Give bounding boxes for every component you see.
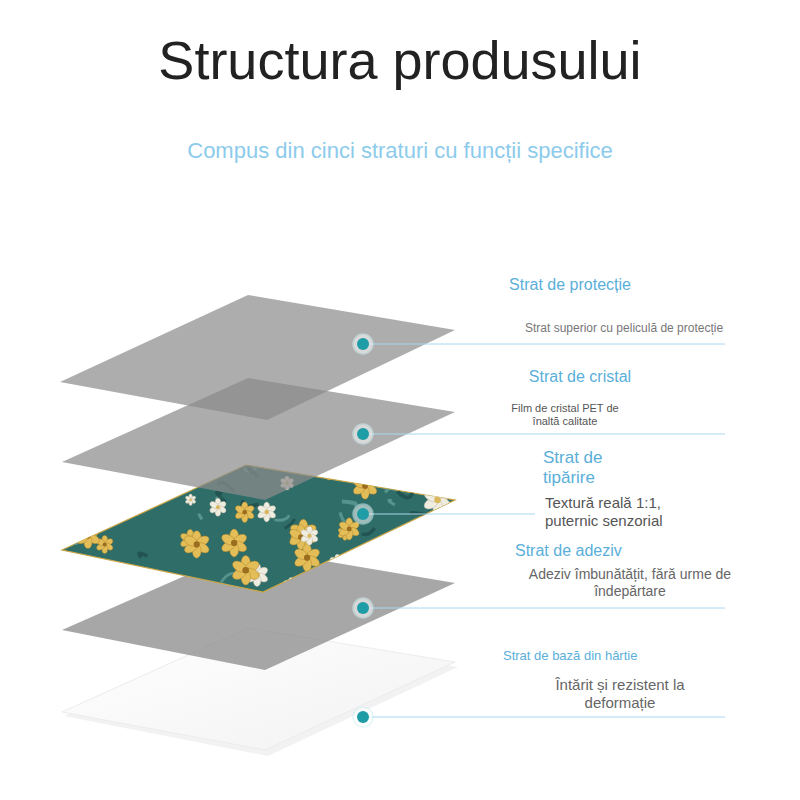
layer-description: Întărit și rezistent la deformație xyxy=(520,676,720,712)
marker-dot xyxy=(357,428,369,440)
leader-line xyxy=(363,717,725,718)
marker-dot xyxy=(357,711,369,723)
layer-name: Strat de cristal xyxy=(480,367,680,386)
dot-halo xyxy=(353,598,373,618)
layer-description: Strat superior cu peliculă de protecție xyxy=(525,321,790,335)
subtitle: Compus din cinci straturi cu funcții spe… xyxy=(0,138,800,164)
dot-halo xyxy=(353,707,373,727)
dot-halo xyxy=(353,424,373,444)
layer-name: Strat de adeziv xyxy=(515,541,715,560)
layer-description: Adeziv îmbunătățit, fără urme de îndepăr… xyxy=(512,566,748,600)
layer-description: Textură reală 1:1, puternic senzorial xyxy=(545,494,710,530)
protection-layer xyxy=(60,295,455,420)
leader-line xyxy=(363,344,725,345)
marker-dot xyxy=(357,602,369,614)
dot-halo xyxy=(353,334,373,354)
layer-description: Film de cristal PET de înaltă calitate xyxy=(505,402,625,428)
marker-dot xyxy=(357,508,369,520)
title: Structura produsului xyxy=(0,28,800,93)
leader-line xyxy=(363,608,725,609)
layer-name: Strat de tipărire xyxy=(543,448,633,489)
leader-line xyxy=(363,514,535,515)
adhesive-layer xyxy=(62,548,455,670)
layer-name: Strat de bază din hârtie xyxy=(503,648,723,664)
leader-line xyxy=(363,434,725,435)
marker-dot xyxy=(357,338,369,350)
layer-name: Strat de protecție xyxy=(470,275,670,294)
dot-halo xyxy=(353,504,373,524)
